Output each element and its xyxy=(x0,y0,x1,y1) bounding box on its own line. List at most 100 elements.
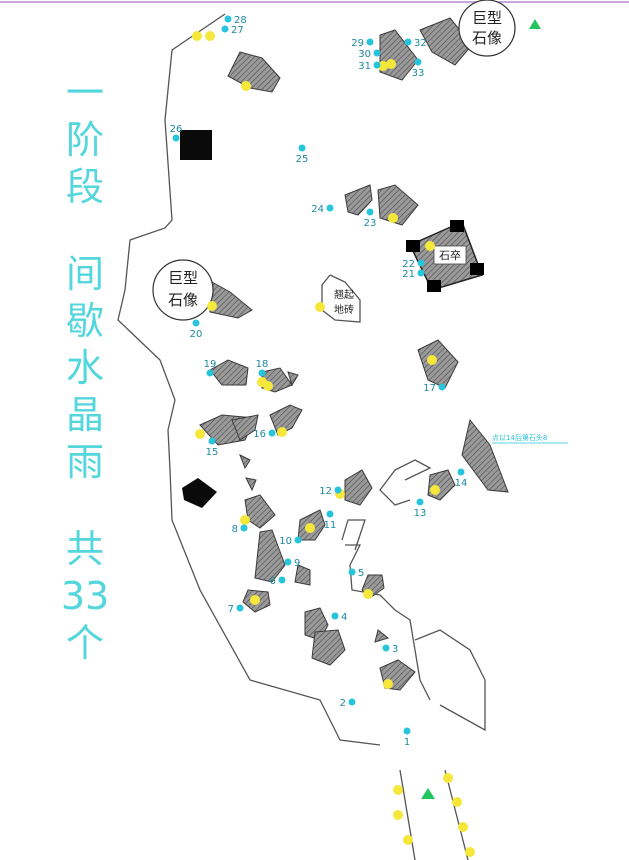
point-marker xyxy=(348,568,356,576)
point-marker xyxy=(348,698,356,706)
statue-left-line2: 石像 xyxy=(168,291,198,309)
start-triangle-icon-bottom xyxy=(421,788,435,799)
point-marker xyxy=(366,38,374,46)
title-char: 阶 xyxy=(65,118,104,162)
yellow-marker xyxy=(207,301,217,311)
yellow-marker xyxy=(378,61,388,71)
point-number: 9 xyxy=(294,558,300,569)
statue-left-line1: 巨型 xyxy=(168,269,198,287)
point-number: 4 xyxy=(341,612,347,623)
point-number: 22 xyxy=(402,259,415,270)
point-number: 33 xyxy=(412,68,425,79)
start-triangle-icon-top xyxy=(529,19,541,29)
point-marker xyxy=(334,486,342,494)
yellow-marker xyxy=(425,241,435,251)
point-number: 21 xyxy=(402,269,415,280)
yellow-marker xyxy=(383,679,393,689)
point-number: 17 xyxy=(423,383,436,394)
walls xyxy=(117,13,486,860)
yellow-marker xyxy=(277,427,287,437)
point-marker xyxy=(326,204,334,212)
yellow-marker xyxy=(263,381,273,391)
point-marker xyxy=(268,429,276,437)
point-marker xyxy=(457,468,465,476)
stone-pawn-block xyxy=(406,220,484,292)
point-number: 12 xyxy=(319,486,332,497)
yellow-marker xyxy=(195,429,205,439)
point-number: 32 xyxy=(414,38,427,49)
yellow-marker xyxy=(465,847,475,857)
raised-tile-line1: 翘起 xyxy=(334,289,354,301)
point-marker xyxy=(294,536,302,544)
point-number: 31 xyxy=(358,61,371,72)
point-marker xyxy=(278,576,286,584)
yellow-marker xyxy=(240,515,250,525)
subtitle-char: 歇 xyxy=(65,299,104,343)
point-number: 14 xyxy=(455,478,468,489)
yellow-marker xyxy=(427,355,437,365)
subtitle-char: 晶 xyxy=(65,393,104,437)
point-number: 20 xyxy=(190,329,203,340)
stone-pawn-label: 石卒 xyxy=(439,248,461,262)
point-number: 24 xyxy=(311,204,324,215)
point-number: 19 xyxy=(204,359,217,370)
yellow-marker xyxy=(192,31,202,41)
point-marker xyxy=(206,369,214,377)
statue-top-line2: 石像 xyxy=(472,29,502,47)
point-marker xyxy=(417,259,425,267)
yellow-marker xyxy=(315,302,325,312)
point-number: 7 xyxy=(228,604,234,615)
subtitle-char: 水 xyxy=(65,346,104,390)
yellow-marker xyxy=(452,797,462,807)
point-marker xyxy=(236,604,244,612)
point-number: 30 xyxy=(358,49,371,60)
title-char: 一 xyxy=(65,71,104,115)
point-marker xyxy=(298,144,306,152)
giant-statue-left-circle xyxy=(152,259,214,321)
yellow-marker xyxy=(388,213,398,223)
annotation-text: 点以14后第石头8 xyxy=(492,433,547,442)
yellow-marker xyxy=(443,773,453,783)
count-line: 个 xyxy=(65,621,104,665)
point-number: 10 xyxy=(279,536,292,547)
point-marker xyxy=(240,524,248,532)
point-number: 28 xyxy=(234,15,247,26)
point-marker xyxy=(404,38,412,46)
point-marker xyxy=(416,498,424,506)
point-marker xyxy=(438,383,446,391)
yellow-marker xyxy=(393,810,403,820)
yellow-marker xyxy=(241,81,251,91)
subtitle-char: 雨 xyxy=(65,440,104,484)
point-marker xyxy=(414,58,422,66)
title-char: 段 xyxy=(65,165,104,209)
point-number: 15 xyxy=(206,447,219,458)
point-marker xyxy=(221,25,229,33)
point-marker xyxy=(172,134,180,142)
yellow-marker xyxy=(430,485,440,495)
point-number: 27 xyxy=(231,25,244,36)
point-marker xyxy=(224,15,232,23)
point-number: 11 xyxy=(324,520,337,531)
point-marker xyxy=(326,510,334,518)
point-number: 5 xyxy=(358,568,364,579)
yellow-marker xyxy=(386,59,396,69)
subtitle-char: 间 xyxy=(65,252,104,296)
yellow-marker xyxy=(393,785,403,795)
yellow-marker xyxy=(363,589,373,599)
black-blocks xyxy=(180,130,217,508)
point-number: 3 xyxy=(392,644,398,655)
point-marker xyxy=(366,208,374,216)
point-number: 26 xyxy=(170,124,183,135)
yellow-marker xyxy=(205,31,215,41)
point-number: 8 xyxy=(232,524,238,535)
point-number: 18 xyxy=(256,359,269,370)
point-marker xyxy=(284,558,292,566)
rocks xyxy=(199,17,509,691)
point-marker xyxy=(403,727,411,735)
yellow-marker xyxy=(305,523,315,533)
point-number: 6 xyxy=(270,576,276,587)
point-marker xyxy=(373,49,381,57)
count-line: 33 xyxy=(60,574,110,618)
